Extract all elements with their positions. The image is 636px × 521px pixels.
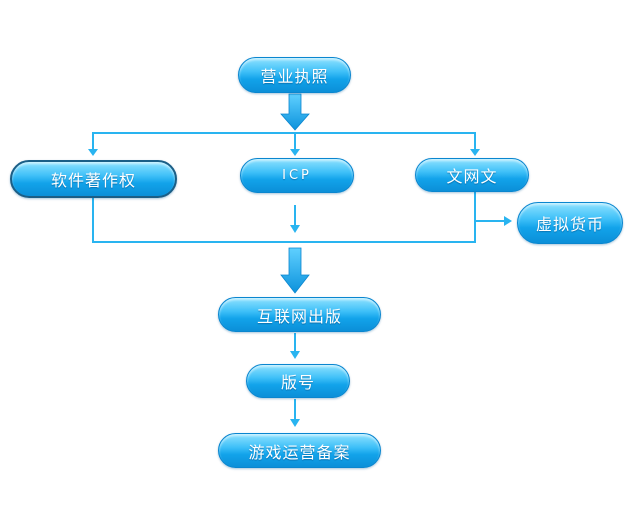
node-internet-publishing: 互联网出版 (218, 297, 381, 332)
node-icp: ICP (240, 158, 354, 193)
branch-top-connector (92, 132, 476, 150)
arrow-merge-down (280, 247, 310, 294)
node-business-license: 营业执照 (238, 57, 351, 93)
branch-top-arrowheads (88, 149, 480, 156)
arrow-license-down (280, 93, 310, 131)
arrow-icp-down (290, 205, 300, 233)
arrow-publishing-down (290, 333, 300, 359)
node-software-copyright: 软件著作权 (10, 160, 177, 198)
node-version-number: 版号 (246, 364, 350, 398)
merge-connector (92, 191, 476, 243)
node-virtual-currency: 虚拟货币 (517, 202, 623, 244)
node-game-operation-filing: 游戏运营备案 (218, 433, 381, 468)
node-culture-permit: 文网文 (415, 158, 529, 192)
arrow-version-down (290, 399, 300, 427)
arrow-to-virtual-currency (475, 216, 512, 226)
